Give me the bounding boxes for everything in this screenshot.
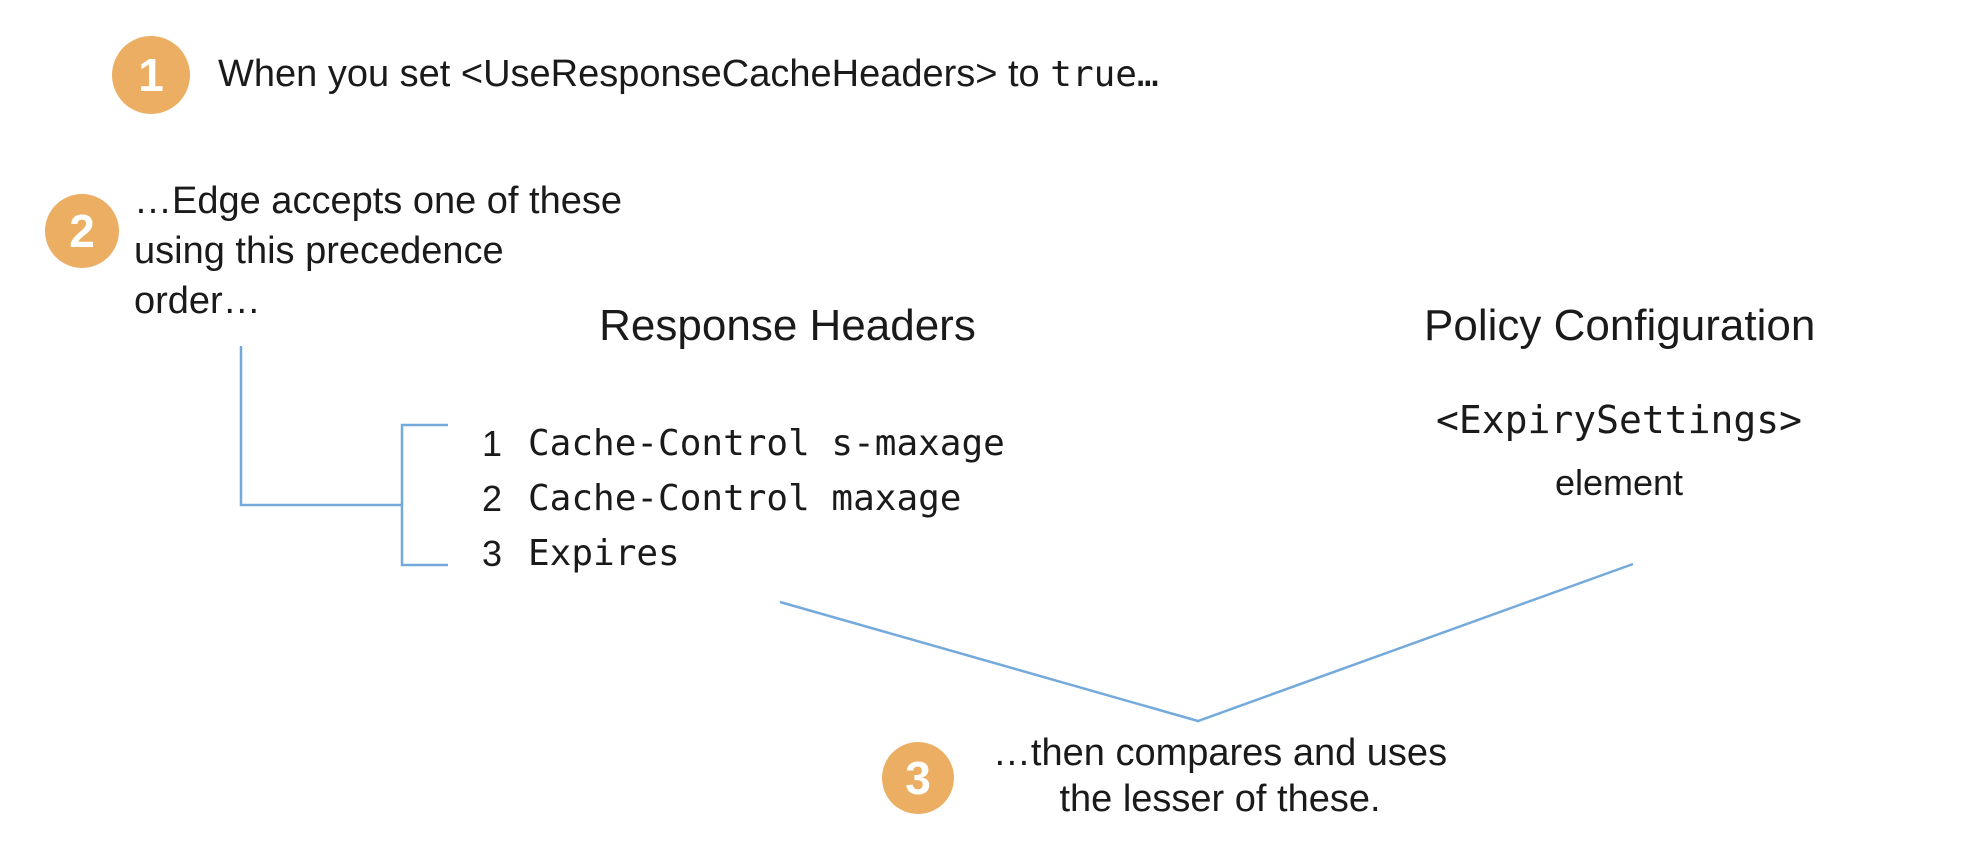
step-2-line: using this precedence	[134, 230, 504, 272]
step-1-code-term: true…	[1050, 54, 1159, 95]
list-item: 3 Expires	[482, 526, 1005, 581]
step-1-badge: 1	[112, 36, 190, 114]
list-item-order: 2	[482, 477, 503, 519]
step-1-text: When you set <UseResponseCacheHeaders> t…	[218, 50, 1159, 99]
list-item-order: 3	[482, 532, 503, 574]
step-3-number: 3	[905, 752, 931, 804]
list-item-value: Cache-Control maxage	[528, 478, 962, 519]
policy-configuration-heading: Policy Configuration	[1424, 301, 1816, 350]
response-headers-heading: Response Headers	[599, 301, 976, 350]
step-2-line: …Edge accepts one of these	[134, 180, 622, 222]
list-item: 1 Cache-Control s-maxage	[482, 416, 1005, 471]
step-2-line: order…	[134, 280, 261, 322]
precedence-bracket-line	[239, 346, 448, 567]
step-2-text: …Edge accepts one of these using this pr…	[134, 176, 622, 326]
expiry-settings-sub-label: element	[1554, 462, 1684, 503]
list-item: 2 Cache-Control maxage	[482, 471, 1005, 526]
list-item-value: Expires	[528, 533, 680, 574]
step-3-text: …then compares and uses the lesser of th…	[980, 730, 1460, 822]
response-headers-list: 1 Cache-Control s-maxage 2 Cache-Control…	[482, 416, 1005, 581]
step-3-line: …then compares and uses	[992, 732, 1448, 774]
list-item-value: Cache-Control s-maxage	[528, 423, 1005, 464]
step-2-badge: 2	[45, 194, 119, 268]
list-item-order: 1	[482, 422, 503, 464]
step-2-number: 2	[69, 205, 95, 257]
step-3-line: the lesser of these.	[1059, 778, 1381, 820]
compare-v-line	[779, 562, 1634, 723]
step-1-number: 1	[138, 49, 164, 101]
step-1-text-prefix: When you set <UseResponseCacheHeaders> t…	[218, 53, 1051, 95]
step-3-badge: 3	[882, 742, 954, 814]
expiry-settings-code: <ExpirySettings>	[1435, 398, 1803, 442]
